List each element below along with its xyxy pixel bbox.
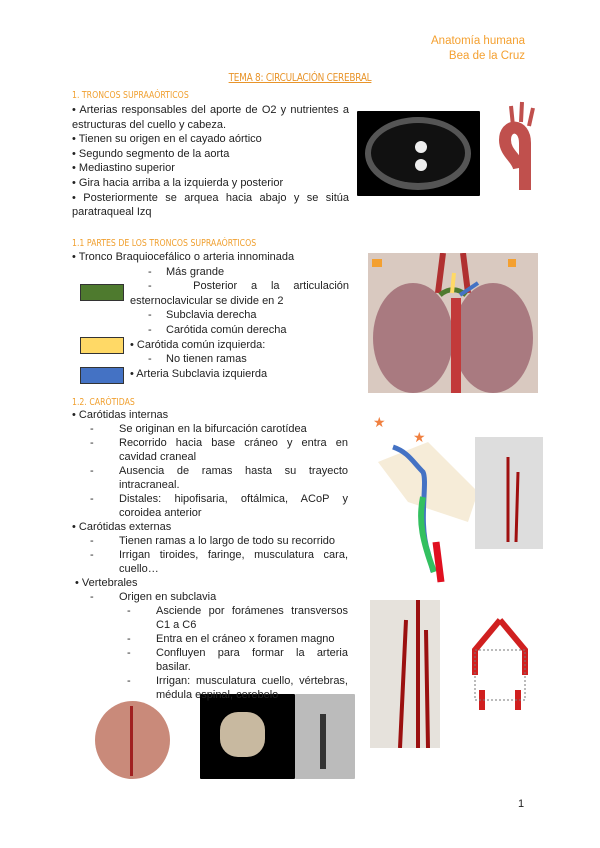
dash: - [90,591,94,603]
xray-angiography-image [295,694,355,779]
list-item: Entra en el cráneo x foramen magno [156,633,335,645]
list-item: Más grande [166,265,225,278]
list-item: Confluyen para formar la arteria basilar… [156,647,348,673]
dash: - [148,309,152,322]
dash: - [90,535,94,547]
bullet: • Mediastino superior [72,162,175,175]
dash: - [148,353,152,366]
bullet: • Carótida común izquierda: [130,338,266,351]
dash: - [127,605,131,617]
bullet: • Vertebrales [75,577,138,589]
list-item: Recorrido hacia base cráneo y entra en c… [119,437,348,463]
bullet: • Segundo segmento de la aorta [72,147,230,160]
carotid-segments-diagram: ★★ [373,414,543,583]
section-1-2-heading: 1.2. CARÓTIDAS [72,397,135,408]
bullet: • Arteria Subclavia izquierda [130,367,268,380]
section-1-heading: 1. TRONCOS SUPRAAÓRTICOS [72,90,189,101]
list-item: Irrigan: musculatura cuello, vértebras, … [156,675,348,701]
list-item: Origen en subclavia [119,591,217,603]
dash: - [90,465,94,477]
list-item: Posterior a la articulación esternoclavi… [130,280,349,307]
bullet: • Arterias responsables del aporte de O2… [72,104,349,131]
legend-blue-swatch [80,367,124,384]
legend-yellow-swatch [80,337,124,354]
list-item: Carótida común derecha [166,323,287,336]
header-author: Bea de la Cruz [448,50,525,62]
section-1-1-text: • Tronco Braquiocefálico o arteria innom… [72,250,349,381]
svg-text:★: ★ [413,429,426,445]
dash: - [127,633,131,645]
bullet: • Gira hacia arriba a la izquierda y pos… [72,176,284,189]
dash: - [148,265,152,278]
aorta-illustration [498,101,535,190]
dash: - [127,675,131,687]
legend-green-swatch [80,284,124,301]
list-item: Ausencia de ramas hasta su trayecto intr… [119,465,348,491]
dash: - [90,549,94,561]
list-item: Asciende por forámenes transversos C1 a … [156,605,348,631]
page-number: 1 [518,798,525,810]
bullet: • Carótidas externas [72,521,172,533]
section-1-text: • Arterias responsables del aporte de O2… [72,103,349,220]
header-subject: Anatomía humana [431,35,525,47]
dash: - [90,423,94,435]
list-item: Irrigan tiroides, faringe, musculatura c… [119,549,348,575]
list-item: Distales: hipofisaria, oftálmica, ACoP y… [119,493,348,519]
list-item: Subclavia derecha [166,309,257,322]
list-item: Se originan en la bifurcación carotídea [119,423,307,435]
dash: - [148,323,152,336]
section-1-1-heading: 1.1 PARTES DE LOS TRONCOS SUPRAAÓRTICOS [72,238,257,249]
list-item: No tienen ramas [166,353,247,366]
bullet: • Tronco Braquiocefálico o arteria innom… [72,251,295,263]
dash: - [148,280,152,293]
3d-angiography-image [200,694,295,779]
svg-text:★: ★ [373,414,386,430]
dash: - [90,493,94,505]
list-item: Tienen ramas a lo largo de todo su recor… [119,535,336,547]
vertebral-artery-diagram [370,600,528,748]
bullet: • Posteriormente se arquea hacia abajo y… [72,191,349,219]
ct-scan-image [357,111,480,196]
bullet: • Carótidas internas [72,409,169,421]
thorax-illustration [368,253,538,393]
brain-base-image [73,696,190,781]
section-1-2-text: • Carótidas internas - Se originan en la … [72,408,348,702]
dash: - [127,647,131,659]
page-title: TEMA 8: CIRCULACIÓN CEREBRAL [228,72,372,84]
dash: - [90,437,94,449]
bullet: • Tienen su origen en el cayado aórtico [72,133,262,146]
